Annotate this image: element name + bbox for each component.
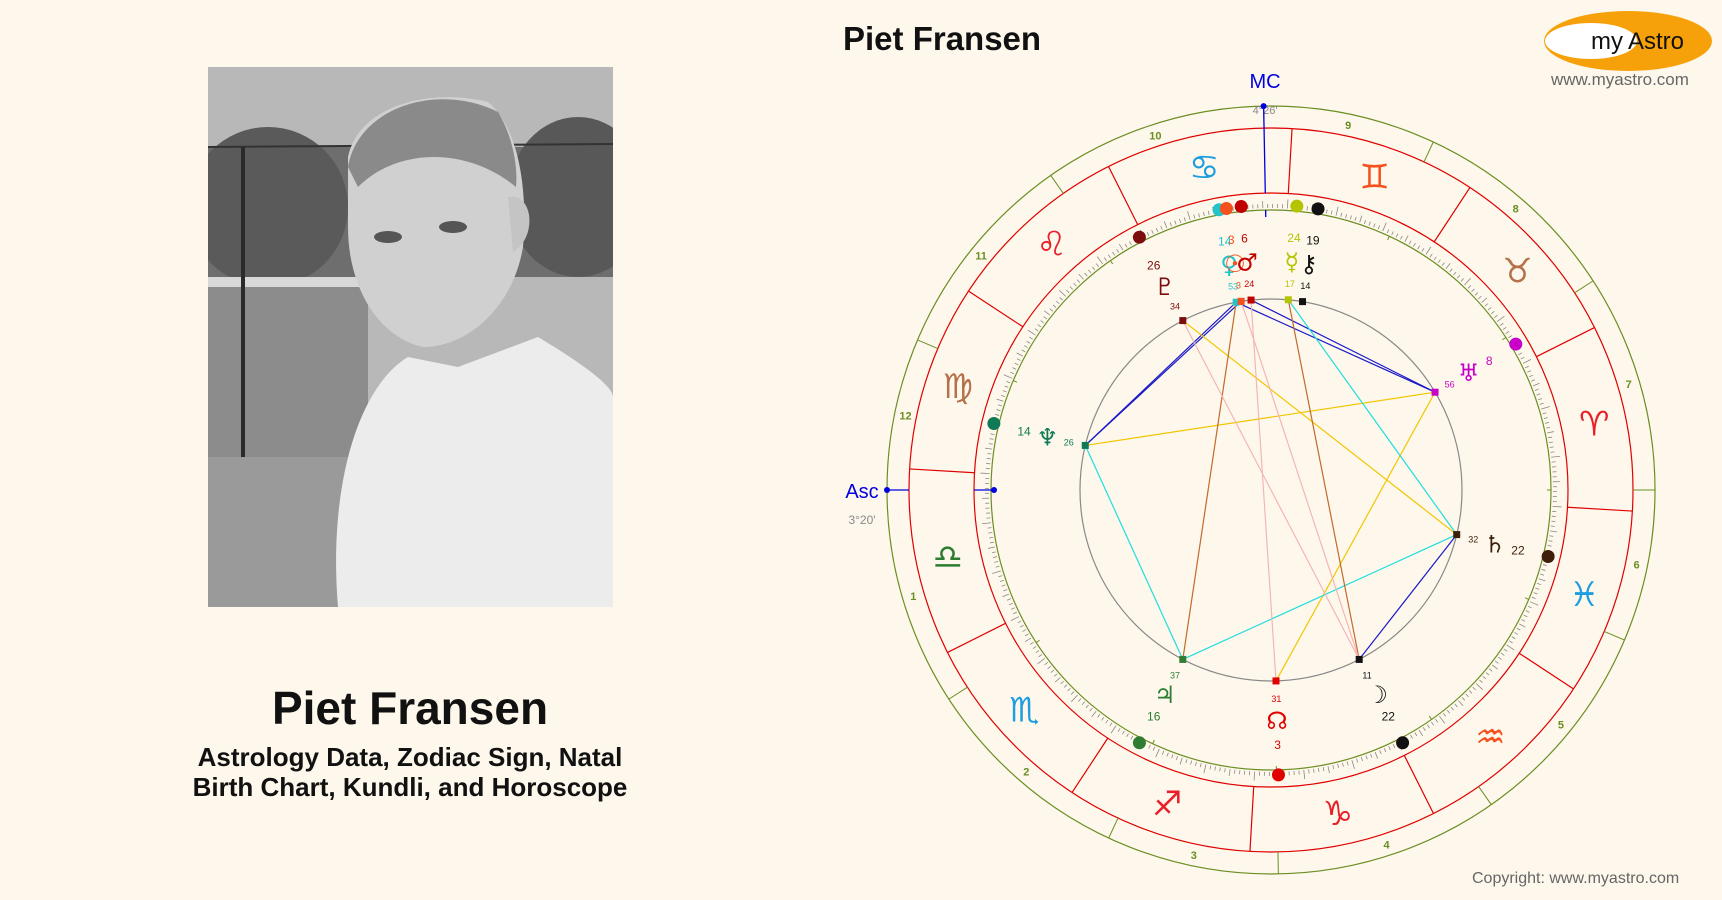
- house-number: 12: [899, 411, 911, 423]
- planet-dot-chiron[interactable]: [1311, 202, 1325, 216]
- logo-url[interactable]: www.myastro.com: [1551, 70, 1689, 89]
- profile-subtitle-line1: Astrology Data, Zodiac Sign, Natal: [197, 742, 623, 772]
- planet-degree: 22: [1511, 543, 1525, 557]
- copyright-notice: Copyright: www.myastro.com: [1472, 870, 1680, 887]
- planet-dot-uranus[interactable]: [1509, 337, 1523, 351]
- house-number: 5: [1558, 720, 1564, 732]
- moon-icon: ☽: [1366, 681, 1388, 709]
- sun-icon: ☉: [1224, 250, 1246, 278]
- house-number: 1: [910, 591, 916, 603]
- planet-minute: 56: [1445, 379, 1455, 389]
- planet-minute: 3: [1236, 281, 1241, 291]
- mc-label: MC: [1249, 71, 1280, 93]
- planet-degree: 14: [1017, 425, 1031, 439]
- house-number: 10: [1149, 130, 1161, 142]
- zodiac-taurus-icon: ♉: [1502, 252, 1532, 292]
- mc-degree: 4°26': [1253, 105, 1278, 117]
- north-node-icon: ☊: [1266, 707, 1287, 735]
- zodiac-gemini-icon: ♊: [1360, 158, 1390, 198]
- planet-minute: 32: [1468, 535, 1478, 545]
- chart-title: Piet Fransen: [843, 20, 1042, 57]
- asc-label: Asc: [845, 481, 878, 503]
- zodiac-cancer-icon: ♋: [1189, 148, 1219, 188]
- planet-dot-sun[interactable]: [1219, 202, 1233, 216]
- zodiac-capricorn-icon: ♑: [1322, 794, 1352, 834]
- planet-minute: 11: [1362, 670, 1371, 680]
- house-number: 3: [1191, 850, 1197, 862]
- saturn-icon: ♄: [1484, 531, 1506, 559]
- logo-text-astro: Astro: [1628, 28, 1684, 55]
- planet-dot-saturn[interactable]: [1541, 550, 1555, 564]
- profile-subtitle-line2: Birth Chart, Kundli, and Horoscope: [192, 772, 628, 802]
- house-number: 6: [1633, 559, 1639, 571]
- zodiac-scorpio-icon: ♏: [1009, 690, 1039, 730]
- planet-minute: 26: [1064, 437, 1074, 447]
- planet-degree: 26: [1147, 259, 1161, 273]
- planet-degree: 19: [1306, 233, 1320, 247]
- house-number: 8: [1513, 203, 1519, 215]
- planet-minute: 17: [1285, 279, 1295, 289]
- planet-markers: ♇2634♀1453☉33♂624☿2417⚷1914♅856♄2232☽221…: [987, 199, 1555, 782]
- myastro-logo[interactable]: my Astro: [1543, 10, 1713, 72]
- planet-dot-mercury[interactable]: [1290, 199, 1304, 213]
- planet-dot-moon[interactable]: [1396, 736, 1410, 750]
- zodiac-aries-icon: ♈: [1579, 404, 1609, 444]
- uranus-icon: ♅: [1458, 359, 1480, 387]
- planet-minute: 31: [1271, 694, 1281, 704]
- asc-degree: 3°20': [848, 513, 875, 527]
- profile-name: Piet Fransen: [271, 682, 549, 734]
- zodiac-aquarius-icon: ♒: [1475, 718, 1505, 758]
- zodiac-sagittarius-icon: ♐: [1152, 784, 1182, 824]
- house-number: 11: [975, 250, 987, 262]
- planet-minute: 24: [1244, 279, 1254, 289]
- chiron-icon: ⚷: [1300, 250, 1318, 278]
- planet-minute: 14: [1300, 281, 1310, 291]
- zodiac-pisces-icon: ♓: [1569, 575, 1599, 615]
- planet-degree: 24: [1287, 231, 1301, 245]
- neptune-icon: ♆: [1037, 423, 1059, 451]
- planet-degree: 14: [1218, 234, 1232, 248]
- planet-degree: 16: [1147, 709, 1161, 723]
- mercury-icon: ☿: [1284, 248, 1299, 276]
- house-number: 7: [1626, 379, 1632, 391]
- planet-degree: 3: [1274, 738, 1281, 752]
- mars-icon: ♂: [1236, 248, 1258, 276]
- house-number: 4: [1384, 840, 1391, 852]
- planet-dot-mars[interactable]: [1234, 200, 1248, 214]
- aspect-lines: [1084, 299, 1458, 682]
- planet-minute: 34: [1170, 302, 1180, 312]
- planet-minute: 37: [1170, 670, 1180, 680]
- jupiter-icon: ♃: [1154, 681, 1176, 709]
- profile-photo: [208, 67, 613, 607]
- profile-subtitle: Astrology Data, Zodiac Sign, Natal Birth…: [170, 742, 650, 802]
- planet-degree: 3: [1228, 233, 1235, 247]
- zodiac-leo-icon: ♌: [1036, 224, 1066, 264]
- planet-dot-neptune[interactable]: [987, 416, 1001, 430]
- zodiac-virgo-icon: ♍: [943, 367, 973, 407]
- planet-dot-pluto[interactable]: [1132, 230, 1146, 244]
- house-number: 2: [1023, 767, 1029, 779]
- planet-dot-jupiter[interactable]: [1132, 736, 1146, 750]
- planet-degree: 22: [1382, 709, 1396, 723]
- planet-degree: 8: [1486, 354, 1493, 368]
- chart-labels: ♈ ♉ ♊ ♋ ♌ ♍ ♎ ♏ ♐ ♑ ♒ ♓: [933, 148, 1610, 834]
- planet-dot-north-node[interactable]: [1271, 768, 1285, 782]
- planet-minute: 53: [1228, 281, 1238, 291]
- zodiac-libra-icon: ♎: [933, 538, 963, 578]
- logo-text-my: my: [1591, 28, 1623, 55]
- venus-icon: ♀: [1220, 251, 1238, 279]
- house-number: 9: [1345, 120, 1351, 132]
- pluto-icon: ♇: [1154, 273, 1176, 301]
- planet-degree: 6: [1241, 231, 1248, 245]
- chart-angles: MC 4°26' Asc 3°20': [845, 71, 1280, 527]
